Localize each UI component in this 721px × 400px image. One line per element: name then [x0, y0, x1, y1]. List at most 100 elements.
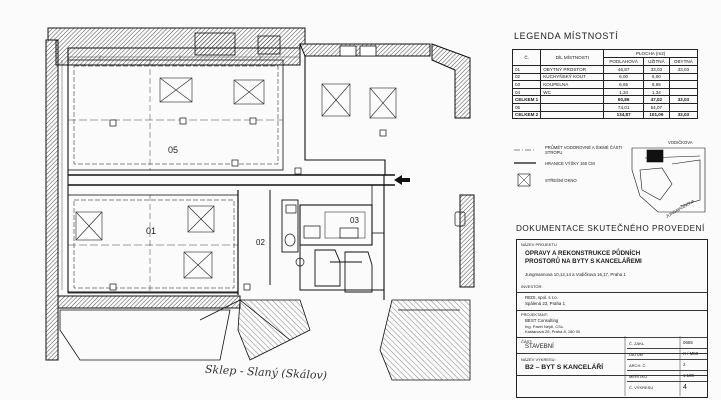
outer-walls: [45, 27, 475, 361]
title-block: NÁZEV PROJEKTU OPRAVY A REKONSTRUKCE PŮD…: [516, 239, 708, 398]
table-cell-name: KUCHYŇSKÝ KOUT: [540, 72, 605, 82]
legend-title: LEGENDA MÍSTNOSTÍ: [514, 31, 619, 41]
table-cell-name: OBYTNÝ PROSTOR: [540, 65, 605, 74]
stairwell: [314, 249, 373, 293]
table-cell-name: WC: [540, 87, 605, 97]
label-investor: INVESTOR:: [521, 284, 543, 289]
titleblock-dividers: [624, 336, 681, 396]
entrance-arrow: [394, 175, 410, 185]
table-cell-oby: [668, 87, 699, 97]
table-cell-c: 05: [511, 102, 542, 112]
skylights: [75, 77, 397, 279]
label-cast: ČÁST:: [521, 339, 533, 344]
project-line-2: PROSTORŮ NA BYTY S KANCELÁŘEMI: [525, 258, 642, 265]
table-cell-c: 02: [511, 72, 542, 82]
table-cell-pod: 6,65: [603, 80, 645, 89]
street-vodickova: VODIČKOVA: [668, 140, 693, 145]
table-cell-c: 03: [511, 80, 542, 89]
table-cell-uzi: 1,34: [643, 87, 670, 97]
table-cell-oby: [668, 72, 699, 82]
table-cell-oby: 33,03: [668, 65, 699, 74]
doc-title: DOKUMENTACE SKUTEČNÉHO PROVEDENÍ: [516, 224, 705, 233]
lower-roof: [59, 299, 471, 381]
part-stavebni: STAVEBNÍ: [525, 344, 554, 350]
room-label-05: 05: [168, 145, 179, 155]
investor-address: Spálená 23, Praha 1: [525, 301, 566, 306]
dimension-lines: [61, 55, 300, 290]
meta-value: 1:100: [683, 373, 694, 378]
legend-symbols: [514, 149, 536, 187]
meta-label: Č. ZAKL.: [629, 341, 646, 346]
drawing-name: B2 – BYT S KANCELÁŘÍ: [525, 364, 604, 371]
meta-label: Č. VÝKRESU: [629, 385, 654, 390]
columns: [109, 117, 387, 291]
table-cell-c: CELKEM 2: [511, 110, 542, 120]
col-cislo: Č.: [511, 49, 542, 66]
project-line-1: OPRAVY A REKONSTRUKCE PŮDNÍCH: [525, 250, 641, 257]
table-cell-pod: 134,87: [603, 110, 645, 120]
table-cell-pod: 6,00: [603, 72, 645, 82]
table-cell-pod: 1,34: [603, 87, 645, 97]
table-cell-oby: [668, 102, 699, 112]
roof-shafts: [194, 32, 377, 57]
table-cell-uzi: 101,09: [643, 110, 670, 120]
meta-row: ARCH. Č. 2: [627, 359, 707, 371]
meta-value: 4: [683, 384, 687, 391]
projektant-name: Ing. Pavel Nejdl, CSc.: [525, 324, 564, 329]
col-obytna: OBYTNÁ: [668, 57, 699, 66]
room-label-02: 02: [256, 238, 265, 247]
table-cell-uzi: 6,65: [643, 80, 670, 89]
table-cell-oby: [668, 80, 699, 89]
room-label-01: 01: [146, 226, 157, 236]
table-cell-oby: 33,03: [668, 95, 699, 104]
legend-prumet: PRŮMĚT VODOROVNÉ A ŠIKMÉ ČÁSTI STROPU: [545, 145, 623, 155]
table-cell-uzi: 6,00: [643, 72, 670, 82]
table-cell-name: KOUPELNA: [540, 80, 605, 89]
location-key-map: [631, 147, 706, 213]
room-label-03: 03: [350, 216, 359, 225]
table-cell-c: 01: [511, 65, 542, 74]
table-cell-name: [540, 95, 605, 104]
meta-row: Č. VÝKRESU 4: [627, 381, 707, 393]
col-podlahova: PODLAHOVÁ: [603, 57, 645, 66]
meta-label: MĚŘÍTKO: [629, 374, 648, 379]
table-cell-pod: 46,87: [603, 65, 645, 74]
bathroom-fixtures: [284, 204, 466, 267]
table-cell-uzi: 47,02: [643, 95, 670, 104]
table-cell-oby: 33,03: [668, 110, 699, 120]
table-cell-uzi: 33,03: [643, 65, 670, 74]
table-cell-c: 04: [511, 87, 542, 97]
label-projektant: PROJEKTANT:: [521, 312, 548, 317]
meta-row: Č. ZAKL. 0665: [627, 337, 707, 349]
label-nazev-vykresu: NÁZEV VÝKRESU:: [521, 357, 556, 362]
meta-value: 2: [683, 362, 686, 367]
table-cell-name: [540, 102, 605, 112]
projektant-firm: BEST Consulting: [525, 318, 559, 323]
table-cell-c: CELKEM 1: [511, 95, 542, 104]
building-outline: [67, 47, 430, 300]
meta-value: 0665: [683, 340, 693, 345]
col-dil: DÍL MÍSTNOSTI: [540, 49, 605, 66]
investor-name: REDI, spol. s r.o.: [525, 295, 558, 300]
legend-stresni: STŘEŠNÍ OKNO: [545, 178, 577, 183]
table-cell-uzi: 54,07: [643, 102, 670, 112]
table-cell-name: [540, 110, 605, 120]
meta-value: X / MMI: [683, 351, 699, 356]
table-cell-pod: 60,86: [603, 95, 645, 104]
projektant-address: Kaštanová 28, Praha 8, 180 00: [525, 329, 581, 334]
col-plocha: PLOCHA (m2): [603, 49, 698, 58]
project-address: Jungmannova 10,12,14 a Vodičkova 16,17, …: [525, 272, 626, 277]
table-cell-pod: 74,01: [603, 102, 645, 112]
col-uzitna: UŽITNÁ: [643, 57, 670, 66]
rooms-table: Č. DÍL MÍSTNOSTI PLOCHA (m2) PODLAHOVÁ U…: [511, 49, 699, 120]
meta-label: ARCH. Č.: [629, 363, 647, 368]
legend-hranice: HRANICE VÝŠKY 160 CM: [545, 161, 595, 166]
